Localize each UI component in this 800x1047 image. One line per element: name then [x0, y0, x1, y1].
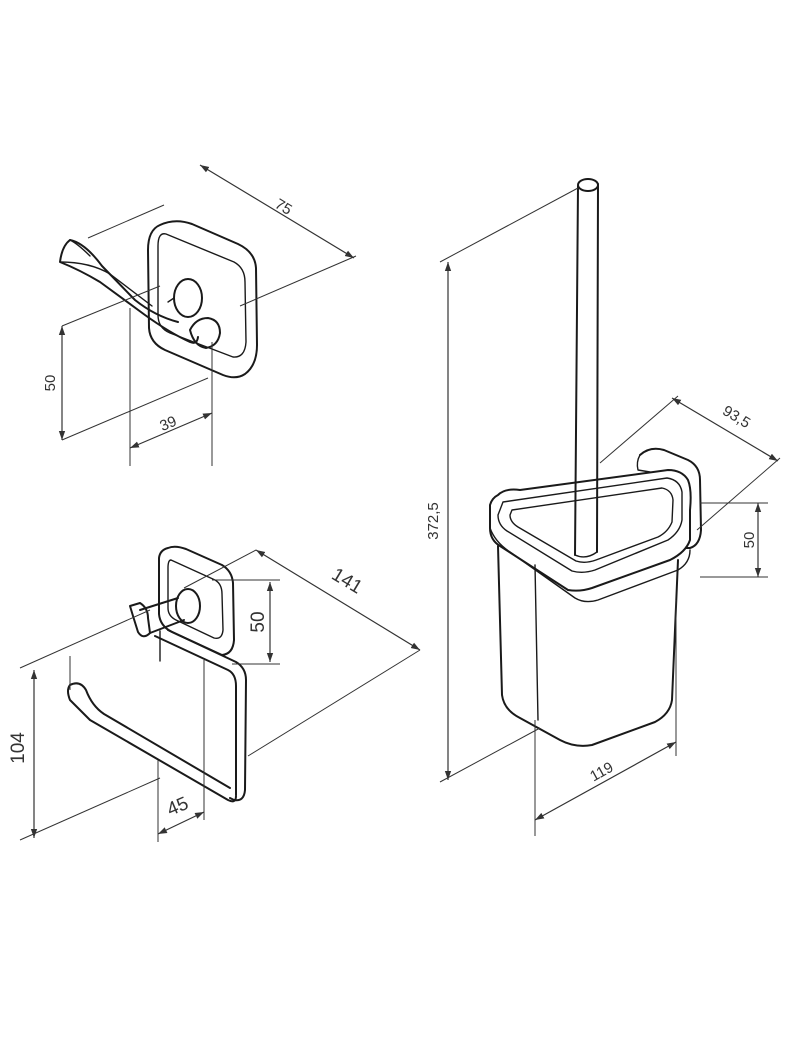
- hook-dim-height-label: 50: [42, 375, 59, 392]
- paper-holder-dim-depth-label: 45: [164, 793, 192, 821]
- hook-dim-depth-label: 39: [157, 413, 179, 435]
- paper-holder-dim-length: 141: [255, 549, 421, 651]
- hook-extension-lines: [61, 204, 357, 466]
- paper-holder-dim-height-label: 104: [8, 732, 29, 764]
- brush-holder-extension-lines: [439, 187, 781, 836]
- brush-holder-dim-depth-label: 93,5: [719, 402, 753, 432]
- hook-drawing: 75 50 39: [42, 164, 357, 466]
- paper-holder-dim-plate-height: 50: [248, 582, 274, 662]
- brush-holder-dim-width-label: 119: [587, 759, 616, 785]
- hook-dim-depth: 39: [129, 412, 213, 449]
- paper-holder-drawing: 141 50 104 45: [8, 545, 421, 842]
- hook-body: [59, 220, 258, 379]
- paper-holder-dim-length-label: 141: [328, 564, 366, 598]
- paper-holder-dim-height: 104: [8, 670, 38, 838]
- paper-holder-dim-plate-height-label: 50: [248, 611, 269, 632]
- paper-holder-body: [67, 545, 247, 803]
- brush-holder-dim-height: 372,5: [425, 262, 452, 780]
- paper-holder-dim-depth: 45: [157, 793, 205, 835]
- brush-holder-dim-plate-height-label: 50: [741, 532, 758, 549]
- paper-holder-extension-lines: [19, 549, 421, 842]
- brush-holder-body: [489, 178, 702, 747]
- brush-holder-dim-depth: 93,5: [671, 397, 779, 462]
- hook-dim-width-label: 75: [272, 196, 295, 219]
- hook-dim-height: 50: [42, 326, 66, 440]
- toilet-brush-holder-drawing: 372,5 93,5 50 119: [425, 178, 781, 836]
- brush-holder-dim-height-label: 372,5: [425, 502, 442, 540]
- brush-holder-dim-width: 119: [534, 741, 677, 821]
- brush-holder-dim-plate-height: 50: [741, 503, 762, 577]
- hook-dim-width: 75: [199, 164, 355, 259]
